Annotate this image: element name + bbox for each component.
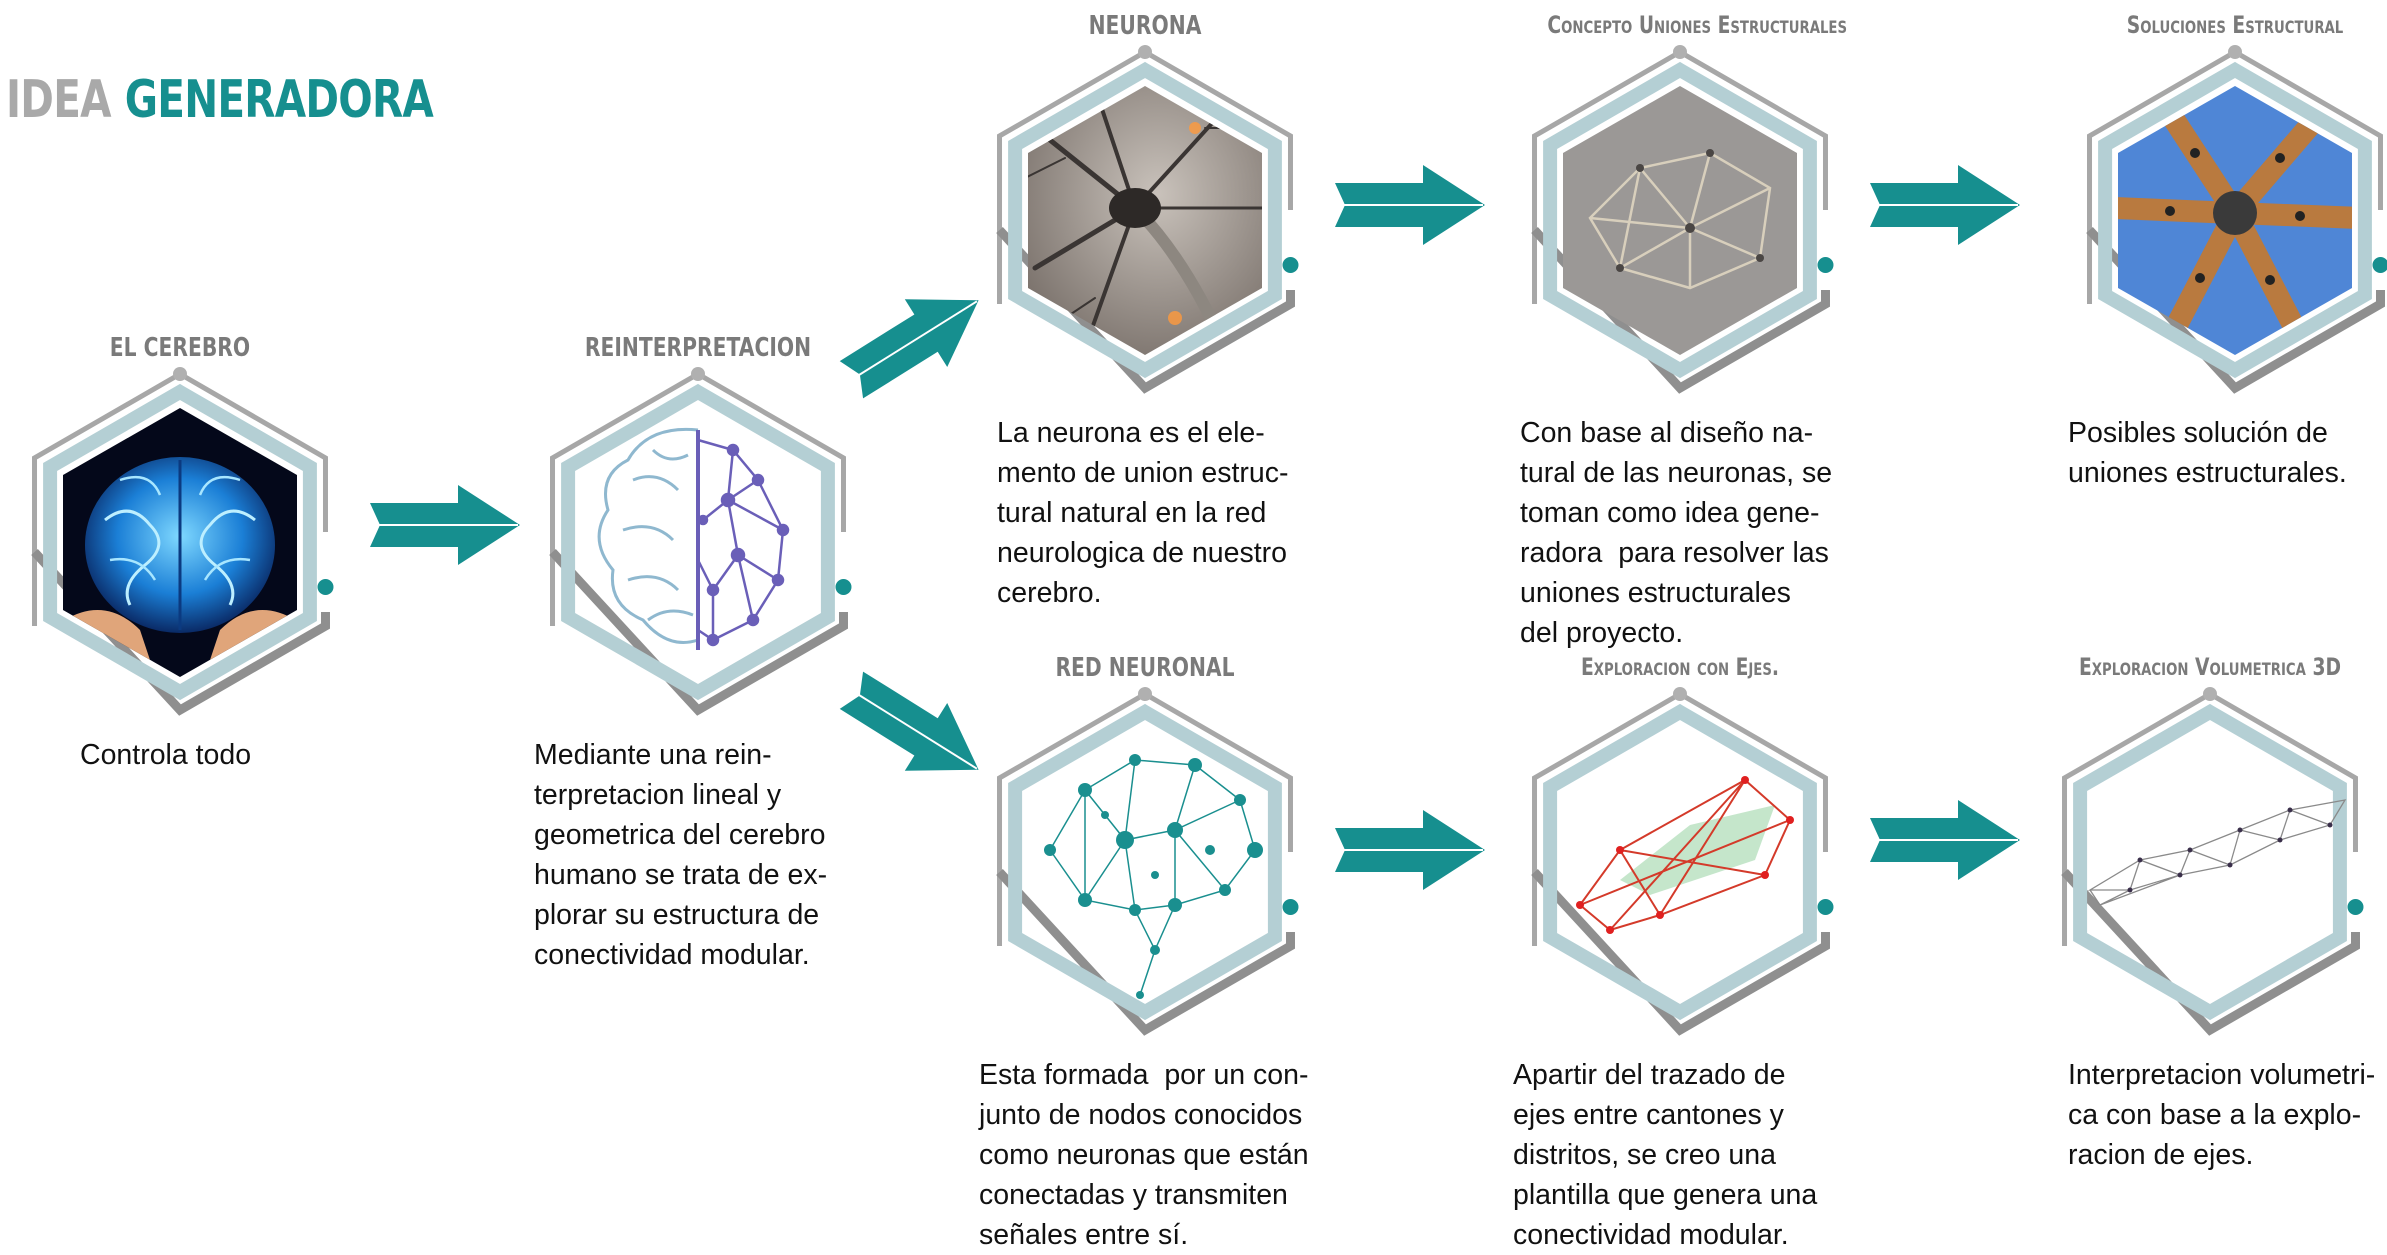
hex-side-dot [2372,257,2387,273]
hex-outer-bottom [1531,868,1830,1036]
hex-inner [43,383,317,701]
axis-plan-diagram-icon [1576,776,1794,934]
arrow-to-neurona [839,299,979,399]
node-neurona: NEURONA La neurona es el ele- mento de u… [975,8,1315,609]
node-red-neuronal: RED NEURONAL Esta formada por un con- ju… [975,650,1315,1251]
label-red-neuronal: RED NEURONAL [1055,653,1235,683]
neuron-photo-icon [1028,86,1262,355]
arrow-to-red-neuronal [839,671,979,771]
desc-concepto-uniones: Con base al diseño na- tural de las neur… [1520,417,1833,649]
hex-side-dot [1817,899,1834,915]
node-exploracion-ejes: Exploracion con Ejes. Apartir del trazad… [1510,650,1850,1251]
brain-in-hands-icon [63,408,297,677]
label-exploracion-volumetrica: Exploracion Volumetrica 3D [2078,653,2342,681]
label-el-cerebro: EL CEREBRO [109,333,251,363]
hex-frame-volumetrica [2061,687,2364,1036]
hex-inner [1008,61,1282,379]
stick-model-photo-icon [1563,86,1797,355]
hex-inner [2098,61,2372,379]
node-el-cerebro: EL CEREBRO Controla todo [10,330,350,771]
arrow-ejes-to-volumetrica [1870,800,2020,880]
hex-side-dot [1817,257,1834,273]
desc-neurona: La neurona es el ele- mento de union est… [997,417,1289,609]
hex-top-dot [173,367,187,381]
arrow-highlight [855,692,978,770]
arrow-shape [839,299,979,399]
hex-inner [1008,703,1282,1021]
label-reinterpretacion: REINTERPRETACION [584,333,812,363]
hex-frame-ejes [1531,687,1834,1036]
desc-el-cerebro: Controla todo [80,739,252,771]
node-concepto-uniones: Concepto Uniones Estructurales Con base … [1510,8,1850,649]
brain-network-lineart-icon [597,427,790,650]
arrow-shape [839,671,979,771]
title-word-idea: IDEA [6,70,112,130]
hex-outer-bottom [549,548,848,716]
hex-top-dot [2203,687,2217,701]
hex-inner [1543,703,1817,1021]
hex-frame-reinterpretacion [549,367,852,716]
node-reinterpretacion: REINTERPRETACION Mediante una rein- terp… [528,330,868,971]
label-soluciones: Soluciones Estructural [2126,11,2344,39]
hex-frame-red [996,687,1299,1036]
label-exploracion-ejes: Exploracion con Ejes. [1580,653,1780,681]
timber-joint-photo-icon [2118,86,2352,355]
hex-top-dot [1673,45,1687,59]
brain-node-network-icon [1044,754,1263,999]
desc-red-neuronal: Esta formada por un con- junto de nodos … [979,1059,1309,1251]
hex-inner [561,383,835,701]
hex-side-dot [317,579,334,595]
arrow-cerebro-to-reinterpretacion [370,485,520,565]
hex-top-dot [1138,687,1152,701]
node-soluciones: Soluciones Estructural Posibles solución… [2065,8,2387,489]
desc-exploracion-volumetrica: Interpretacion volumetri- ca con base a … [2068,1059,2376,1171]
hex-top-dot [1138,45,1152,59]
title-word-generadora: GENERADORA [124,70,434,130]
hex-side-dot [1282,899,1299,915]
hex-side-dot [835,579,852,595]
hex-top-dot [1673,687,1687,701]
arrow-neurona-to-concepto [1335,165,1485,245]
label-neurona: NEURONA [1088,11,1202,41]
hex-side-dot [2347,899,2364,915]
node-exploracion-volumetrica: Exploracion Volumetrica 3D Interpretacio… [2040,650,2380,1171]
label-concepto-uniones: Concepto Uniones Estructurales [1547,11,1848,39]
desc-exploracion-ejes: Apartir del trazado de ejes entre canton… [1513,1059,1818,1251]
hex-outer-bottom [2061,868,2360,1036]
hex-side-dot [1282,257,1299,273]
desc-reinterpretacion: Mediante una rein- terpretacion lineal y… [534,739,828,971]
arrow-red-to-ejes [1335,810,1485,890]
hex-inner [2073,703,2347,1021]
volumetric-wireframe-icon [2087,799,2347,906]
desc-soluciones: Posibles solución de uniones estructural… [2068,417,2347,489]
hex-top-dot [2228,45,2242,59]
hex-outer-bottom [996,868,1295,1036]
arrow-concepto-to-soluciones [1870,165,2020,245]
hex-inner [1543,61,1817,379]
arrow-highlight [855,300,978,378]
hex-top-dot [691,367,705,381]
